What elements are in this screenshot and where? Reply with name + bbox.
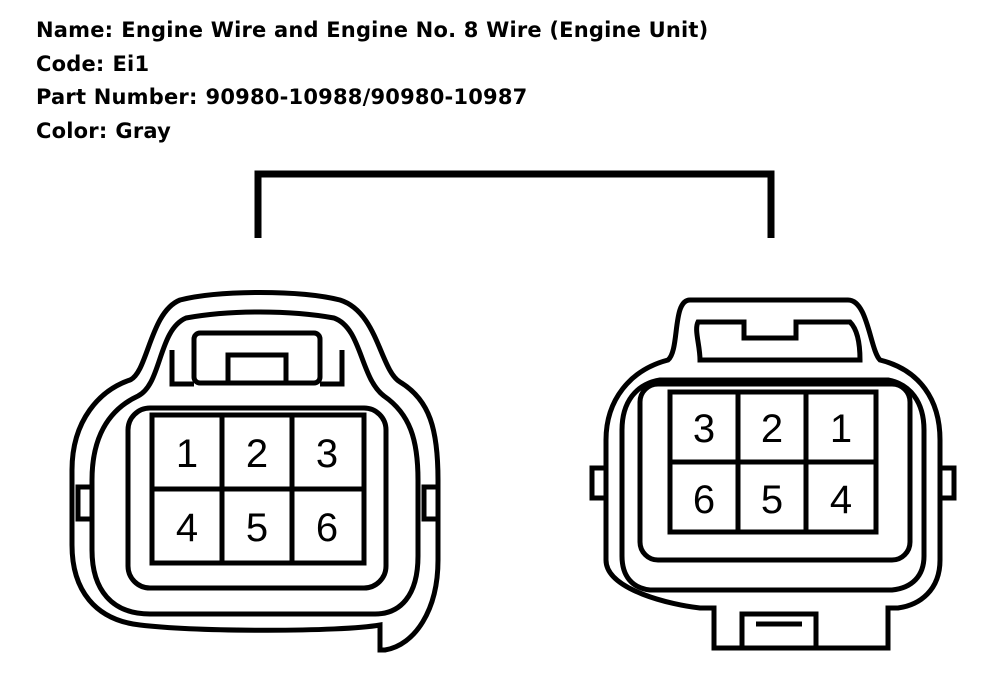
right-connector-side-tab-left xyxy=(589,465,609,501)
name-label: Name: xyxy=(36,18,114,42)
left-connector-inner-shell xyxy=(89,309,421,617)
right-pin-label: 2 xyxy=(761,407,783,451)
color-label: Color: xyxy=(36,118,108,143)
right-connector xyxy=(589,297,957,651)
right-connector-latch xyxy=(694,319,863,363)
right-connector-pins: 3 2 1 6 5 4 xyxy=(693,407,852,522)
color-line: Color: Gray xyxy=(36,115,708,149)
right-pin-label: 1 xyxy=(830,407,852,451)
right-pin-label: 6 xyxy=(693,478,715,522)
left-pin-label: 3 xyxy=(316,432,338,476)
part-number-value: 90980-10988/90980-10987 xyxy=(205,85,528,109)
right-pin-label: 3 xyxy=(693,407,715,451)
right-pin-label: 5 xyxy=(761,478,783,522)
right-connector-pin-frame xyxy=(637,381,913,563)
left-pin-label: 5 xyxy=(246,506,268,550)
right-connector-inner-shell xyxy=(619,377,927,593)
color-value: Gray xyxy=(115,118,172,143)
connector-info: Name: Engine Wire and Engine No. 8 Wire (… xyxy=(36,14,708,148)
name-value: Engine Wire and Engine No. 8 Wire (Engin… xyxy=(121,18,709,42)
left-connector-outer-shell xyxy=(69,290,441,653)
left-connector-pins: 1 2 3 4 5 6 xyxy=(176,432,338,550)
code-line: Code: Ei1 xyxy=(36,48,708,82)
code-value: Ei1 xyxy=(112,51,150,76)
left-connector-latch-post-right xyxy=(320,350,345,387)
right-pin-label: 4 xyxy=(830,478,852,522)
part-number-line: Part Number: 90980-10988/90980-10987 xyxy=(36,81,708,115)
connection-bracket xyxy=(254,170,775,238)
left-connector-side-tab-right xyxy=(421,484,441,522)
left-connector-latch-post-left xyxy=(169,350,194,387)
right-connector-bottom-tab xyxy=(739,611,819,651)
left-connector xyxy=(69,290,441,653)
left-connector-side-tab-left xyxy=(75,484,95,522)
part-number-label: Part Number: xyxy=(36,85,198,109)
name-line: Name: Engine Wire and Engine No. 8 Wire (… xyxy=(36,14,708,48)
left-pin-label: 4 xyxy=(176,506,198,550)
left-pin-label: 2 xyxy=(246,432,268,476)
code-label: Code: xyxy=(36,51,105,76)
left-connector-latch-window xyxy=(225,352,289,386)
left-connector-pin-frame xyxy=(125,405,389,591)
left-pin-label: 1 xyxy=(176,432,198,476)
left-pin-label: 6 xyxy=(316,506,338,550)
right-connector-side-tab-right xyxy=(937,465,957,501)
left-connector-latch xyxy=(191,330,323,386)
right-connector-outer-shell xyxy=(603,297,943,651)
